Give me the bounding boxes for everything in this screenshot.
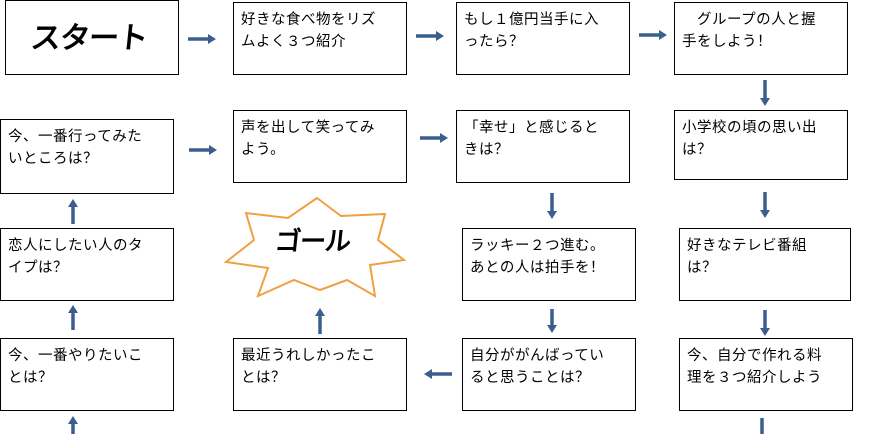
arrow-right-3	[639, 30, 667, 40]
goal-star-shape	[223, 196, 407, 298]
arrow-right-4	[420, 133, 448, 143]
step-box-handshake: グループの人と握 手をしよう！	[674, 2, 848, 75]
arrow-up-goal	[315, 308, 325, 334]
arrow-up-2	[68, 305, 78, 330]
step-box-working-hard: 自分ががんばってい ると思うことは？	[462, 338, 636, 411]
step-box-cooking: 今、自分で作れる料 理を３つ紹介しよう	[679, 338, 853, 411]
step-box-elementary-memories: 小学校の頃の思い出 は？	[674, 110, 848, 180]
step-box-100-million-yen: もし１億円当手に入 ったら？	[456, 2, 630, 75]
arrow-down-5	[547, 193, 557, 219]
step-box-want-to-do: 今、一番やりたいこ とは？	[0, 338, 174, 411]
step-box-lucky-advance: ラッキー２つ進む。 あとの人は拍手を！	[462, 228, 636, 301]
goal-label: ゴール	[273, 227, 352, 257]
arrow-left-1	[424, 369, 452, 379]
arrow-down-2	[760, 192, 770, 218]
step-box-favorite-food: 好きな食べ物をリズ ムよく３つ紹介	[233, 2, 407, 75]
step-box-feel-happy: 「幸せ」と感じると きは？	[456, 110, 630, 183]
arrow-down-3	[760, 310, 770, 336]
arrow-down-6	[547, 309, 557, 333]
step-box-favorite-tv: 好きなテレビ番組 は？	[679, 228, 851, 301]
step-box-laugh-out-loud: 声を出して笑ってみ よう。	[233, 110, 407, 183]
step-box-want-to-visit: 今、一番行ってみた いところは？	[0, 119, 174, 194]
arrow-up-1	[68, 199, 78, 224]
arrow-right-5	[189, 145, 217, 155]
arrow-right-1	[188, 34, 216, 44]
arrow-down-1	[760, 80, 770, 106]
step-box-recent-happy: 最近うれしかったこ とは？	[233, 338, 407, 411]
arrow-up-3	[68, 416, 78, 434]
start-box: スタート	[5, 0, 179, 75]
arrow-right-2	[416, 31, 444, 41]
step-box-ideal-partner: 恋人にしたい人のタ イプは？	[0, 228, 174, 301]
